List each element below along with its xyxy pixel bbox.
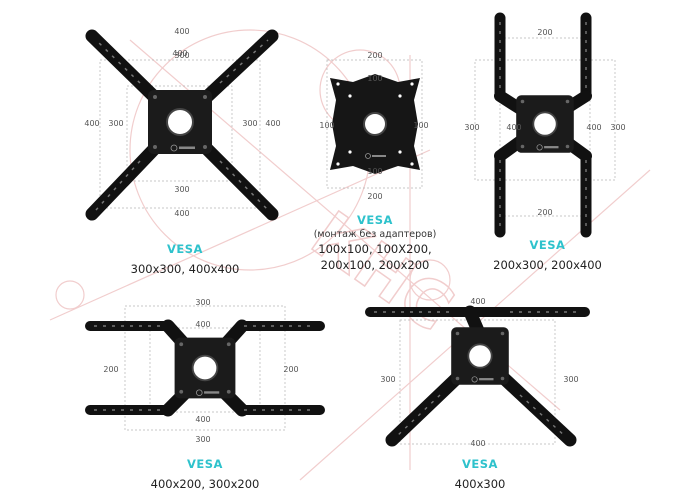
caption-mount-3: VESA 200x300, 200x400 xyxy=(475,238,620,272)
caption-mount-2: VESA (монтаж без адаптеров) 100x100, 100… xyxy=(305,213,445,272)
caption-mount-5: VESA 400x300 xyxy=(430,457,530,491)
vesa-label: VESA xyxy=(167,242,203,256)
dim-top-inner-label: 400 xyxy=(195,320,210,329)
vesa-label: VESA xyxy=(187,457,223,471)
dim-top-inner-label: 100 xyxy=(367,74,382,83)
arm-holes xyxy=(499,22,587,228)
wall-plate xyxy=(147,89,213,155)
vesa-label: VESA xyxy=(462,457,498,471)
dim-right-label: 100 xyxy=(413,121,428,130)
dim-bottom-label: 200 xyxy=(537,208,552,217)
caption-mount-4: VESA 400x200, 300x200 xyxy=(130,457,280,491)
dimension-guides xyxy=(124,305,286,431)
dim-top-outer-label: 200 xyxy=(367,51,382,60)
dim-left-label: 200 xyxy=(103,365,118,374)
dim-left-label: 100 xyxy=(319,121,334,130)
dim-right-label: 300 xyxy=(563,375,578,384)
dim-top-inner-label: 300 xyxy=(174,51,189,60)
caption-mount-1: VESA 300x300, 400x400 xyxy=(110,242,260,276)
vesa-label: VESA xyxy=(529,238,566,252)
dim-bottom-label: 400 xyxy=(470,439,485,448)
dim-right-label: 200 xyxy=(283,365,298,374)
dim-bottom-outer-label: 200 xyxy=(367,192,382,201)
vesa-sizes: 200x300, 200x400 xyxy=(493,258,602,272)
vesa-sizes-line2: 200x100, 200x200 xyxy=(320,258,430,272)
mount-note: (монтаж без адаптеров) xyxy=(313,229,437,240)
dim-right-inner-label: 300 xyxy=(242,119,257,128)
dim-right-outer-label: 400 xyxy=(265,119,280,128)
mount-200x400: 200 200 300 400 400 300 xyxy=(464,12,626,238)
dimension-guides xyxy=(474,37,616,217)
dim-left-inner-label: 300 xyxy=(108,119,123,128)
dim-top-outer: 400 xyxy=(172,49,187,58)
dim-left-outer-label: 400 xyxy=(84,119,99,128)
mount-300x400: 400 400 300 300 400 400 300 300 400 xyxy=(84,27,281,221)
dim-left-label: 300 xyxy=(380,375,395,384)
vesa-sizes: 300x300, 400x400 xyxy=(130,262,240,276)
dim-top-label: 400 xyxy=(470,297,485,306)
mount-400x300: 400 400 300 300 xyxy=(365,297,590,448)
mount-100x200: 200 100 100 200 100 100 xyxy=(319,51,428,201)
dim-bottom-outer-label: 300 xyxy=(195,435,210,444)
wall-plate xyxy=(173,336,237,400)
dim-top-label: 200 xyxy=(537,28,552,37)
arm-holes xyxy=(95,39,269,211)
dim-left-inner-label: 400 xyxy=(506,123,521,132)
center-hole xyxy=(364,113,386,135)
dim-right-outer-label: 300 xyxy=(610,123,625,132)
dim-right-inner-label: 400 xyxy=(586,123,601,132)
dim-bottom-inner-label: 300 xyxy=(174,185,189,194)
vesa-sizes: 400x200, 300x200 xyxy=(150,477,260,491)
vesa-sizes: 400x300 xyxy=(454,477,506,491)
dim-bottom-outer-label: 400 xyxy=(174,209,189,218)
dim-bottom-inner-label: 100 xyxy=(367,167,382,176)
dim-top-outer-label: 400 xyxy=(174,27,189,36)
dim-bottom-inner-label: 400 xyxy=(195,415,210,424)
arm-holes xyxy=(94,325,316,411)
plate-holes xyxy=(336,82,414,166)
wall-plate xyxy=(515,94,575,154)
dim-left-outer-label: 300 xyxy=(464,123,479,132)
vesa-sizes-line1: 100x100, 100X200, xyxy=(318,242,432,256)
vesa-label: VESA xyxy=(357,213,393,227)
wall-plate xyxy=(450,326,510,386)
dimension-guides xyxy=(99,59,261,209)
dim-top-outer-label: 300 xyxy=(195,298,210,307)
mount-400x200: 300 400 400 300 200 200 xyxy=(85,298,325,444)
